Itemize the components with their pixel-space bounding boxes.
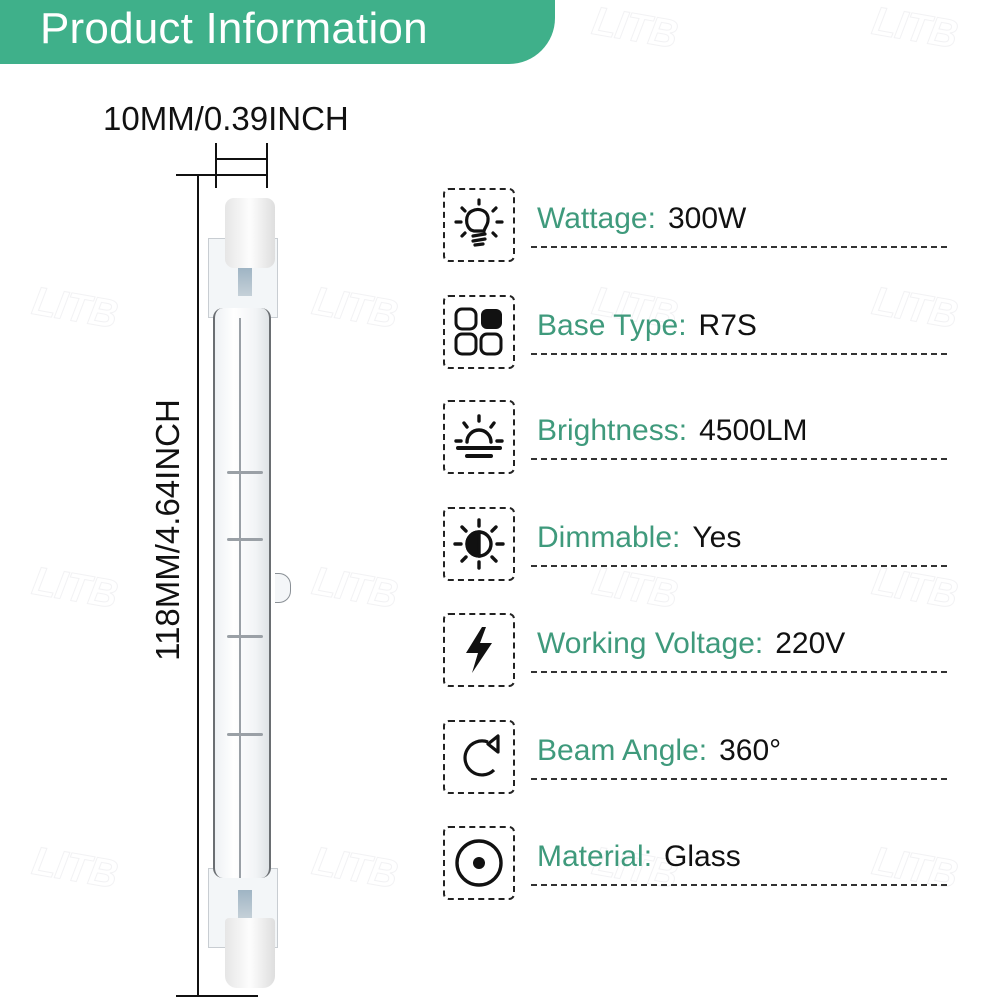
watermark: LITB [868, 0, 961, 58]
dashed-divider [531, 565, 947, 567]
dashed-divider [531, 778, 947, 780]
spec-label: Working Voltage: [537, 627, 764, 660]
dashed-divider [531, 246, 947, 248]
base-type-grid-icon [443, 295, 515, 369]
lightning-bolt-icon [443, 613, 515, 687]
width-dimension-tick-right [266, 143, 268, 188]
spec-label: Wattage: [537, 202, 656, 235]
spec-row-brightness: Brightness: 4500LM [441, 400, 951, 476]
spec-value: Yes [692, 521, 742, 554]
header-banner: Product Information [0, 0, 555, 64]
width-dimension-label: 10MM/0.39INCH [103, 100, 349, 137]
dashed-divider [531, 671, 947, 673]
dashed-divider [531, 884, 947, 886]
spec-row-beam-angle: Beam Angle: 360° [441, 720, 951, 796]
watermark: LITB [588, 0, 681, 58]
watermark: LITB [28, 278, 121, 338]
width-dimension-line [215, 158, 268, 160]
spec-value: R7S [698, 309, 757, 342]
bulb-filament [239, 318, 241, 878]
spec-row-material: Material: Glass [441, 826, 951, 902]
halogen-bulb-image [205, 198, 295, 988]
spec-row-wattage: Wattage: 300W [441, 188, 951, 264]
watermark: LITB [308, 278, 401, 338]
bulb-ceramic-cap-bottom [225, 918, 275, 988]
spec-value: Glass [664, 840, 741, 873]
spec-label: Base Type: [537, 309, 687, 342]
bulb-contact-tab-bottom [238, 890, 252, 918]
spec-value: 360° [719, 734, 782, 767]
sunrise-brightness-icon [443, 400, 515, 474]
filament-support [227, 538, 263, 541]
spec-value: 300W [667, 202, 747, 235]
lightbulb-icon [443, 188, 515, 262]
filament-support [227, 471, 263, 474]
height-dimension-label: 118MM/4.64INCH [149, 399, 186, 661]
bulb-ceramic-cap-top [225, 198, 275, 268]
height-dimension-top-tick [176, 174, 268, 176]
spec-row-dimmable: Dimmable: Yes [441, 507, 951, 583]
dimmable-sun-icon [443, 507, 515, 581]
spec-label: Beam Angle: [537, 734, 708, 767]
height-dimension-bottom-tick [176, 995, 258, 997]
spec-row-working-voltage: Working Voltage: 220V [441, 613, 951, 689]
watermark: LITB [28, 838, 121, 898]
spec-value: 220V [775, 627, 846, 660]
bulb-glass-nub [275, 573, 291, 603]
dashed-divider [531, 353, 947, 355]
width-dimension-tick-left [215, 143, 217, 188]
spec-value: 4500LM [699, 414, 808, 447]
watermark: LITB [28, 558, 121, 618]
filament-support [227, 733, 263, 736]
spec-label: Material: [537, 840, 653, 873]
target-circle-icon [443, 826, 515, 900]
bulb-glass-tube [213, 308, 271, 878]
spec-row-base-type: Base Type: R7S [441, 295, 951, 371]
height-dimension-line [197, 174, 199, 997]
rotate-arrow-icon [443, 720, 515, 794]
bulb-contact-tab-top [238, 268, 252, 296]
page-title: Product Information [40, 4, 428, 53]
dashed-divider [531, 458, 947, 460]
spec-label: Dimmable: [537, 521, 681, 554]
spec-label: Brightness: [537, 414, 688, 447]
filament-support [227, 635, 263, 638]
watermark: LITB [308, 558, 401, 618]
watermark: LITB [308, 838, 401, 898]
